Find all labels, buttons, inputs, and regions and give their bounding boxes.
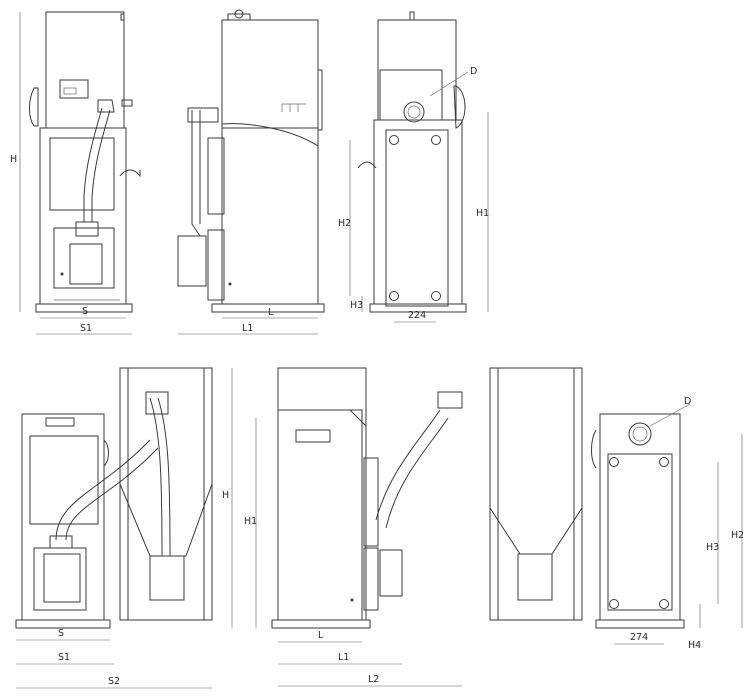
dim-label-L2: L2 (368, 674, 379, 685)
upper-door (49, 137, 115, 211)
hopper-handle (29, 87, 39, 127)
control-panel (59, 79, 89, 99)
motor (145, 391, 169, 415)
dim-label-H2-silo: H2 (731, 530, 744, 541)
flue-outlet (403, 101, 425, 123)
burner-side (177, 235, 207, 287)
feed-tube-side (191, 110, 201, 237)
dim-label-D-2: D (684, 396, 691, 407)
view-side-silo: H H1 L L1 L2 (222, 367, 463, 687)
dim-label-H1: H1 (476, 208, 489, 219)
dim-label-H1-silo: H1 (244, 516, 257, 527)
upper-door-silo (29, 435, 99, 525)
view-side-small-hopper: L L1 (177, 9, 325, 335)
dim-label-S-silo: S (58, 628, 64, 639)
door-lower (207, 229, 225, 301)
silo-auger-box (149, 555, 185, 601)
silo-frame (119, 367, 213, 621)
dim-label-H-silo: H (222, 490, 229, 501)
dim-label-L-silo: L (318, 630, 324, 641)
dim-label-H4: H4 (688, 640, 701, 651)
dim-label-L: L (268, 307, 274, 318)
view-front-silo: S S1 S2 (15, 367, 213, 689)
view-rear-small-hopper: D H2 H3 H1 224 (338, 11, 489, 323)
dim-label-S1-silo: S1 (58, 652, 70, 663)
hook (119, 169, 141, 178)
silo-funnel (119, 483, 213, 557)
dim-label-L1-silo: L1 (338, 652, 349, 663)
feed-tube-silo (55, 439, 151, 541)
silo-frame-2 (489, 367, 583, 621)
door-upper (207, 137, 225, 215)
feed-tube (83, 107, 103, 222)
dim-label-S: S (82, 306, 88, 317)
dim-label-H3-silo: H3 (706, 542, 719, 553)
dim-label-S2: S2 (108, 676, 120, 687)
rear-panel (385, 129, 449, 307)
view-front-small-hopper: H S S1 (10, 11, 141, 335)
burner-box-silo (33, 547, 87, 611)
dim-label-S1: S1 (80, 323, 92, 334)
flue-outlet-2 (628, 422, 652, 446)
dim-label-H: H (10, 154, 17, 165)
dim-label-H2: H2 (338, 218, 351, 229)
dim-label-274: 274 (630, 632, 648, 643)
feed-tube-silo-side (375, 409, 441, 521)
dim-label-H3: H3 (350, 300, 363, 311)
burner-silo-side (379, 549, 403, 597)
silo-funnel-2 (489, 507, 583, 555)
dim-label-224: 224 (408, 310, 426, 321)
silo-side (277, 367, 367, 621)
burner-box (53, 227, 115, 289)
dim-label-D: D (470, 66, 477, 77)
view-silo-and-rear: D H3 H2 H4 274 (489, 367, 744, 651)
dim-label-L1: L1 (242, 323, 253, 334)
